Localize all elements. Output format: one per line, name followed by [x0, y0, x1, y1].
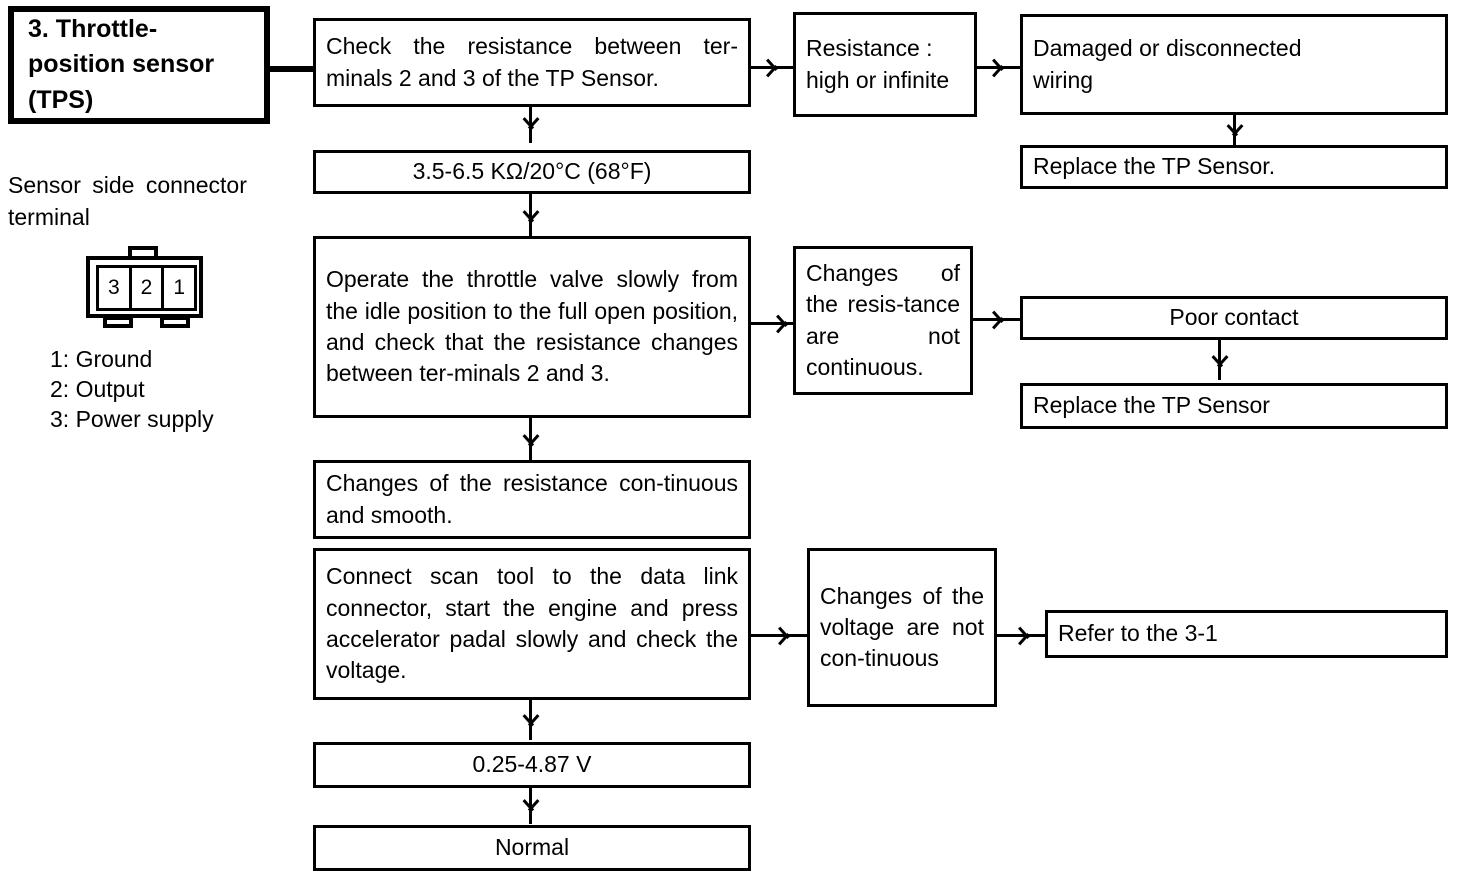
spec-voltage: 0.25-4.87 V [313, 742, 751, 788]
result-refer-3-1-label: Refer to the 3-1 [1058, 620, 1218, 647]
step-check-resistance: Check the resistance between ter-minals … [313, 18, 751, 107]
branch-resistance-high: Resistance : high or infinite [793, 12, 977, 117]
arrow-spec-to-operate-line [529, 194, 532, 236]
connector-title-to-step1 [268, 66, 316, 72]
step-scan-tool: Connect scan tool to the data link conne… [313, 548, 751, 700]
result-damaged-wiring-label: Damaged or disconnected wiring [1033, 35, 1302, 93]
title-box: 3. Throttle- position sensor (TPS) [8, 6, 270, 124]
spec-voltage-label: 0.25-4.87 V [472, 751, 592, 778]
connector-pin-row: 3 2 1 [96, 265, 197, 311]
action-replace-sensor-2: Replace the TP Sensor [1020, 383, 1448, 429]
spec-resistance-label: 3.5-6.5 KΩ/20°C (68°F) [412, 158, 652, 185]
arrow-scan-to-branch3-line [751, 634, 807, 637]
connector-pin-1: 1 [173, 276, 186, 299]
branch-voltage-not-continuous: Changes of the voltage are not con-tinuo… [807, 548, 997, 707]
connector-pin-3: 3 [99, 268, 132, 308]
title-box-label: 3. Throttle- position sensor (TPS) [28, 14, 215, 114]
connector-bottom-left-tab-icon [103, 316, 133, 328]
branch-voltage-not-continuous-label: Changes of the voltage are not con-tinuo… [820, 582, 984, 672]
connector-housing: 3 2 1 [86, 256, 203, 318]
arrow-operate-to-continuous-line [529, 418, 532, 460]
state-normal: Normal [313, 825, 751, 871]
step-operate-throttle-label: Operate the throttle valve slowly from t… [326, 266, 738, 387]
arrow-operate-to-branch2-line [751, 322, 805, 325]
action-replace-sensor-2-label: Replace the TP Sensor [1033, 392, 1270, 419]
state-normal-label: Normal [494, 834, 570, 861]
legend-item-power-supply: 3: Power supply [50, 406, 214, 432]
sensor-connector-caption: Sensor side connector terminal [8, 172, 247, 230]
branch-resistance-not-continuous: Changes of the resis-tance are not conti… [793, 246, 973, 395]
state-resistance-continuous: Changes of the resistance con-tinuous an… [313, 460, 751, 539]
state-resistance-continuous-label: Changes of the resistance con-tinuous an… [326, 470, 738, 528]
step-check-resistance-label: Check the resistance between ter-minals … [326, 33, 738, 91]
connector-bottom-right-tab-icon [160, 316, 190, 328]
step-operate-throttle: Operate the throttle valve slowly from t… [313, 236, 751, 418]
result-poor-contact-label: Poor contact [1169, 304, 1299, 331]
action-replace-sensor-1-label: Replace the TP Sensor. [1033, 153, 1276, 180]
spec-resistance: 3.5-6.5 KΩ/20°C (68°F) [313, 150, 751, 194]
legend-item-ground: 1: Ground [50, 346, 153, 372]
connector-illustration: 3 2 1 [78, 246, 210, 338]
branch-resistance-high-label: Resistance : high or infinite [806, 35, 950, 93]
result-damaged-wiring: Damaged or disconnected wiring [1020, 14, 1448, 115]
action-replace-sensor-1: Replace the TP Sensor. [1020, 145, 1448, 189]
result-poor-contact: Poor contact [1020, 296, 1448, 340]
step-scan-tool-label: Connect scan tool to the data link conne… [326, 563, 738, 684]
legend-item-output: 2: Output [50, 376, 145, 402]
result-refer-3-1: Refer to the 3-1 [1045, 610, 1448, 658]
arrow-branch3-to-refer-line [997, 634, 1049, 637]
branch-resistance-not-continuous-label: Changes of the resis-tance are not conti… [806, 259, 960, 380]
connector-pin-2: 2 [132, 268, 165, 308]
arrow-poor-contact-to-replace-line [1218, 340, 1221, 380]
